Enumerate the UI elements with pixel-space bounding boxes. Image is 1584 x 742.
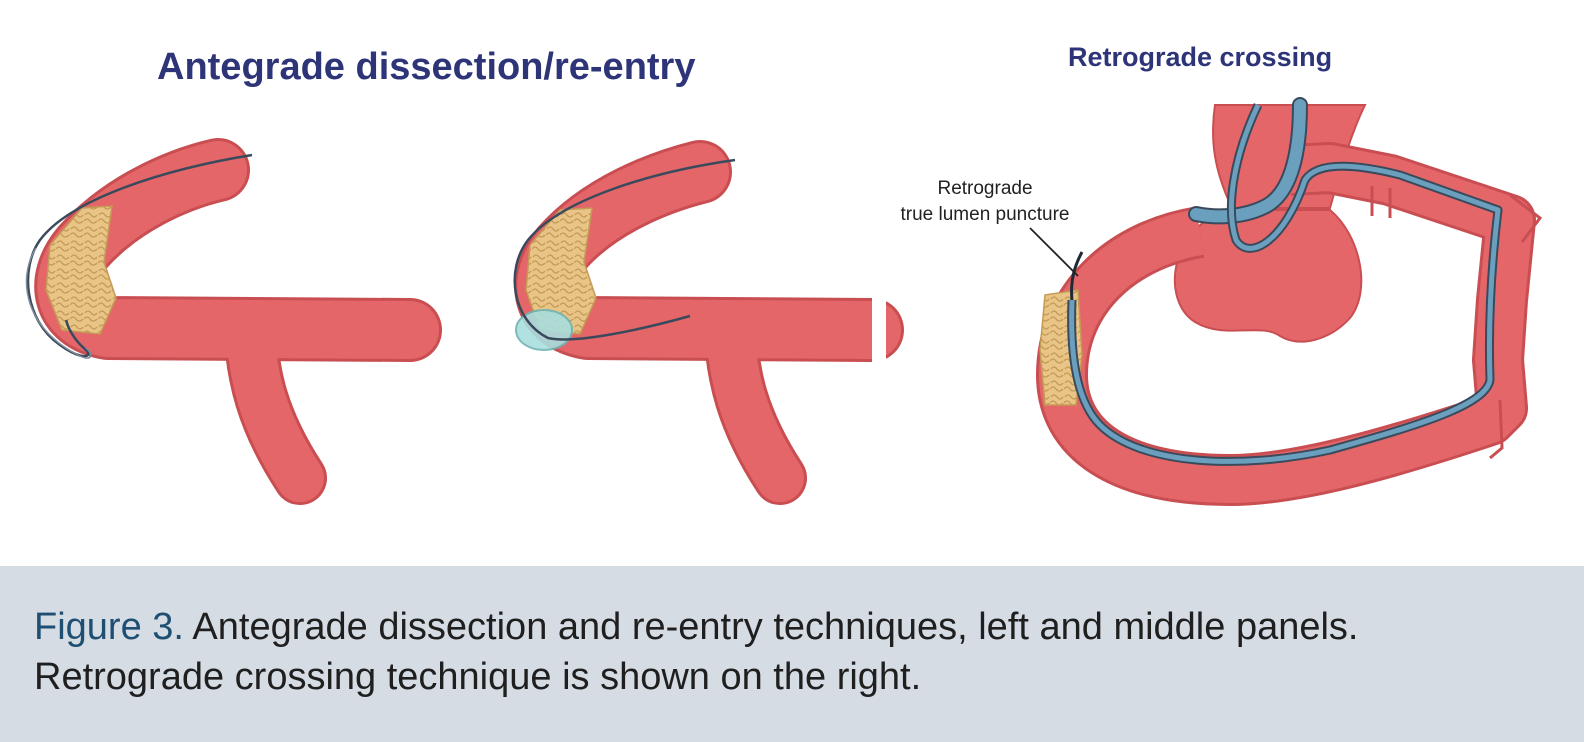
retrograde-puncture-label: Retrograde true lumen puncture: [870, 176, 1100, 228]
retrograde-guidewire: [1070, 251, 1084, 301]
middle-guidewire: [513, 158, 736, 341]
vessel-cut-right: [1489, 193, 1543, 460]
coronary-loop: [1036, 142, 1536, 506]
retrograde-panel-title: Retrograde crossing: [1068, 42, 1333, 72]
caption-body: Antegrade dissection and re-entry techni…: [34, 606, 1359, 698]
left-guidewire: [26, 153, 253, 358]
callout-line-1: Retrograde: [937, 178, 1033, 199]
figure-number: Figure 3.: [34, 606, 184, 648]
antegrade-panel-title: Antegrade dissection/re-entry: [157, 46, 696, 88]
figure-caption: Figure 3. Antegrade dissection and re-en…: [34, 602, 1554, 702]
middle-artery: [514, 140, 904, 505]
figure-caption-box: Figure 3. Antegrade dissection and re-en…: [0, 566, 1584, 742]
callout-pointer: [1029, 227, 1079, 277]
middle-plaque: [525, 207, 597, 335]
illustration-canvas: [25, 97, 1543, 506]
left-plaque: [45, 205, 117, 335]
left-wire-loop: [25, 247, 92, 359]
callout-line-2: true lumen puncture: [900, 204, 1070, 225]
left-artery: [34, 138, 442, 505]
side-branch-top: [1370, 186, 1392, 218]
